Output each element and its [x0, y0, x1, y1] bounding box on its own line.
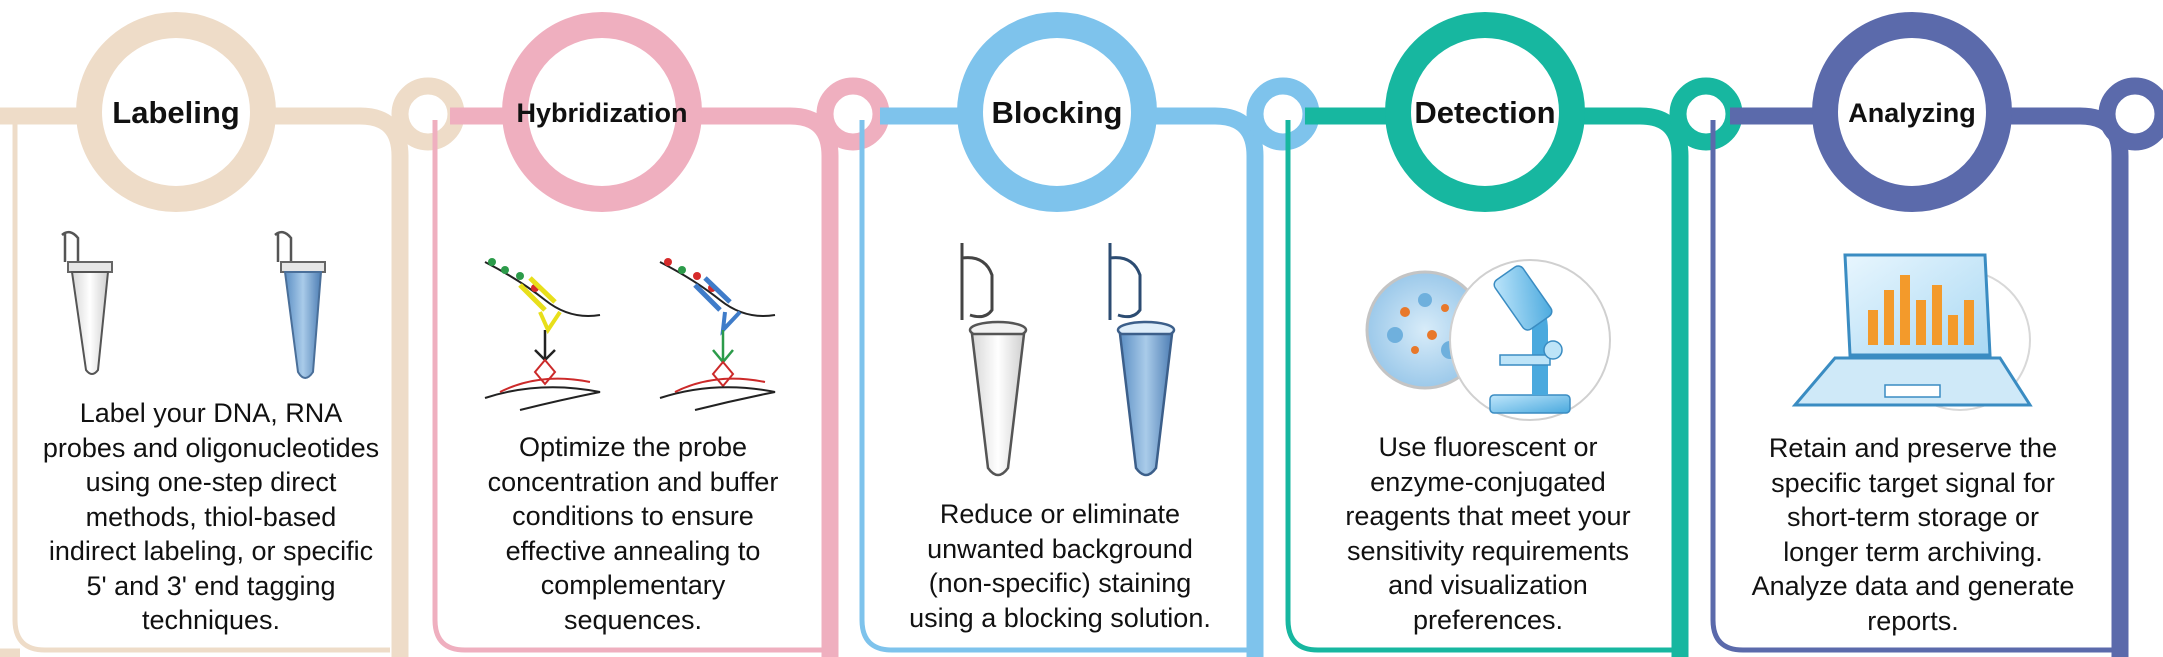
probe-hybridization-icon — [484, 258, 776, 411]
description-line: probes and oligonucleotides — [42, 432, 380, 463]
step-description-detection: Use fluorescent or enzyme-conjugated rea… — [1288, 430, 1688, 637]
step-frame — [0, 107, 409, 657]
step-description-blocking: Reduce or eliminate unwanted background … — [860, 497, 1260, 635]
description-line: preferences. — [1412, 604, 1564, 635]
description-line: reports. — [1867, 605, 1959, 636]
description-line: using one-step direct — [85, 467, 337, 497]
description-line: Label your DNA, RNA — [79, 398, 343, 428]
description-line: enzyme-conjugated — [1370, 466, 1606, 497]
step-title: Analyzing — [1848, 98, 1976, 128]
description-line: concentration and buffer — [487, 466, 779, 497]
step-title: Blocking — [992, 95, 1123, 130]
step-circle — [1385, 12, 1585, 212]
description-line: Retain and preserve the — [1768, 433, 2058, 463]
description-line: 5' and 3' end tagging — [86, 570, 336, 601]
description-line: Reduce or eliminate — [939, 499, 1181, 529]
description-line: Analyze data and generate — [1751, 571, 2075, 601]
connector-node — [391, 77, 465, 151]
step-circle — [502, 12, 702, 212]
step-circle — [1812, 12, 2012, 212]
description-line: specific target signal for — [1771, 467, 2055, 498]
description-line: Optimize the probe — [518, 432, 748, 462]
description-line: indirect labeling, or specific — [48, 536, 374, 566]
step-description-hybridization: Optimize the probe concentration and buf… — [433, 430, 833, 637]
microtubes-icon — [61, 230, 326, 379]
step-description-analyzing: Retain and preserve the specific target … — [1713, 431, 2113, 638]
connector-node — [2098, 77, 2163, 151]
description-line: sequences. — [563, 604, 703, 635]
step-blocking: Blocking — [859, 12, 1264, 657]
description-line: effective annealing to — [505, 535, 761, 566]
step-title: Detection — [1414, 95, 1555, 130]
connector-node — [816, 77, 890, 151]
microscope-icon — [1365, 259, 1611, 421]
step-analyzing: Analyzing — [1710, 12, 2129, 657]
description-line: using a blocking solution. — [909, 602, 1211, 633]
description-line: (non-specific) staining — [928, 568, 1192, 598]
connector-node — [1669, 77, 1743, 151]
step-circle — [76, 12, 276, 212]
description-line: techniques. — [141, 605, 281, 635]
description-line: and visualization — [1388, 570, 1588, 600]
description-line: longer term archiving. — [1783, 536, 2043, 567]
step-title: Labeling — [112, 95, 239, 130]
step-circle — [957, 12, 1157, 212]
description-line: sensitivity requirements — [1346, 535, 1630, 566]
description-line: unwanted background — [927, 533, 1193, 564]
laptop-chart-icon — [1791, 253, 2033, 411]
step-description-labeling: Label your DNA, RNA probes and oligonucl… — [11, 396, 411, 638]
description-line: complementary — [540, 570, 726, 600]
step-title: Hybridization — [516, 98, 687, 128]
step-detection: Detection — [1285, 12, 1689, 657]
description-line: methods, thiol-based — [85, 501, 337, 532]
description-line: short-term storage or — [1786, 502, 2040, 532]
description-line: Use fluorescent or — [1378, 432, 1598, 462]
microcentrifuge-tubes-icon — [960, 243, 1176, 477]
step-labeling: Labeling — [0, 12, 409, 657]
connector-node — [1246, 77, 1320, 151]
description-line: conditions to ensure — [512, 501, 754, 531]
description-line: reagents that meet your — [1345, 501, 1631, 531]
